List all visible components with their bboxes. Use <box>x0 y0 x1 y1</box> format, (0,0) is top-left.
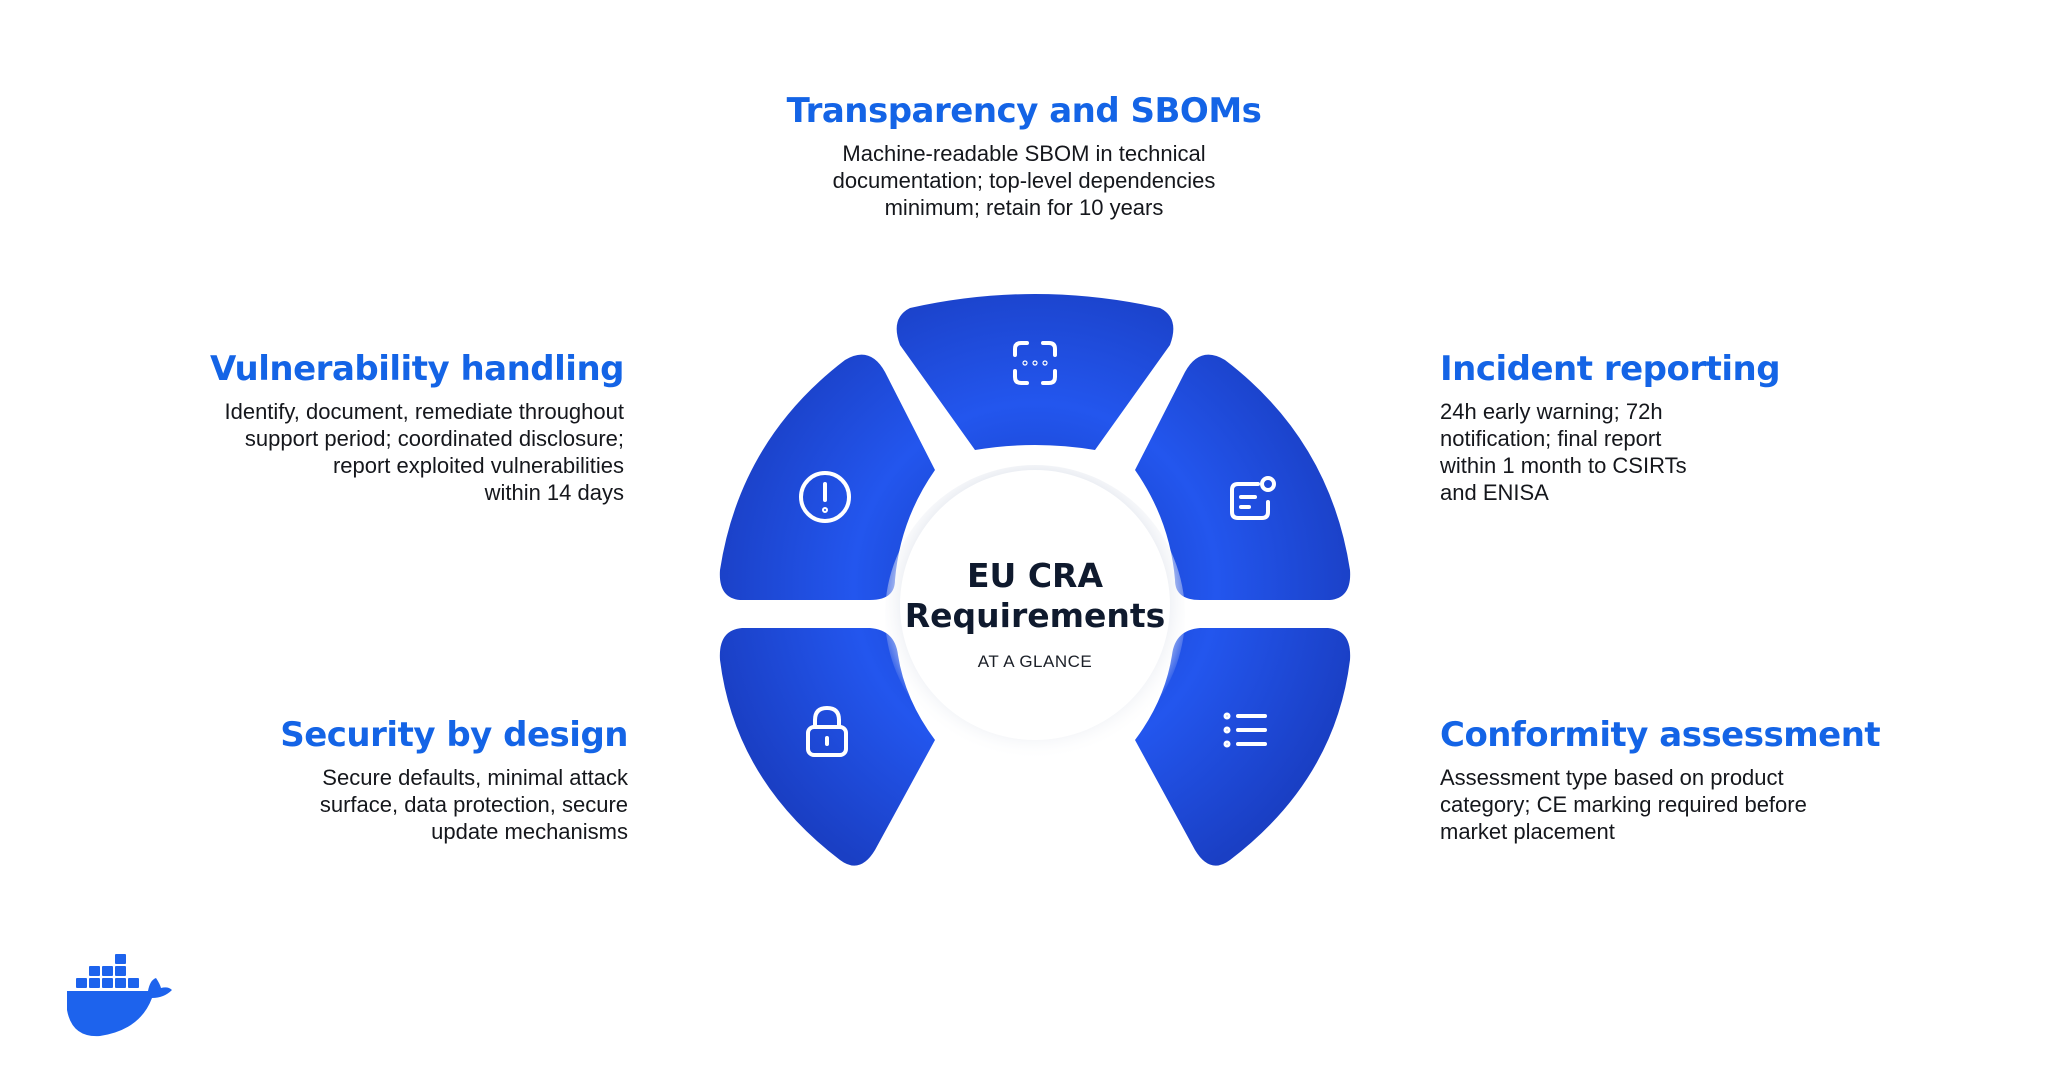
scan-frame-icon <box>1013 341 1057 385</box>
segment-top-left <box>719 354 935 600</box>
segment-top-right <box>1135 354 1351 600</box>
description-line: documentation; top-level dependencies <box>832 168 1216 193</box>
section-description: 24h early warning; 72h notification; fin… <box>1440 398 1880 506</box>
description-line: notification; final report <box>1440 426 1662 451</box>
report-notification-icon <box>1230 476 1276 520</box>
alert-circle-icon <box>799 471 851 523</box>
section-conformity-assessment: Conformity assessment Assessment type ba… <box>1440 714 1960 845</box>
padlock-icon <box>806 706 848 757</box>
section-title: Vulnerability handling <box>209 349 625 389</box>
segment-bottom-right <box>1135 628 1351 866</box>
center-title-line1: EU CRA <box>967 556 1103 595</box>
section-transparency: Transparency and SBOMs Machine-readable … <box>724 90 1324 221</box>
center-subtitle: AT A GLANCE <box>978 652 1092 671</box>
description-line: minimum; retain for 10 years <box>884 195 1164 220</box>
description-line: update mechanisms <box>431 819 628 844</box>
checklist-icon <box>1223 712 1267 748</box>
description-line: surface, data protection, secure <box>319 792 628 817</box>
description-line: market placement <box>1440 819 1615 844</box>
section-vulnerability-handling: Vulnerability handling Identify, documen… <box>150 348 625 506</box>
section-title: Transparency and SBOMs <box>786 91 1262 131</box>
description-line: within 14 days <box>484 480 624 505</box>
docker-whale-logo <box>67 954 172 1037</box>
description-line: category; CE marking required before <box>1440 792 1807 817</box>
section-description: Identify, document, remediate throughout… <box>150 398 624 506</box>
section-incident-reporting: Incident reporting 24h early warning; 72… <box>1440 348 1880 506</box>
segment-top <box>896 294 1174 450</box>
section-description: Machine-readable SBOM in technical docum… <box>724 140 1324 221</box>
description-line: within 1 month to CSIRTs <box>1440 453 1687 478</box>
description-line: Identify, document, remediate throughout <box>224 399 624 424</box>
section-title: Conformity assessment <box>1440 715 1881 755</box>
section-title: Security by design <box>280 715 628 755</box>
section-description: Secure defaults, minimal attack surface,… <box>150 764 628 845</box>
description-line: report exploited vulnerabilities <box>332 453 624 478</box>
section-security-by-design: Security by design Secure defaults, mini… <box>150 714 628 845</box>
description-line: Machine-readable SBOM in technical <box>842 141 1206 166</box>
center-title-line2: Requirements <box>905 596 1166 635</box>
description-line: and ENISA <box>1440 480 1549 505</box>
segment-bottom-left <box>719 628 935 866</box>
description-line: 24h early warning; 72h <box>1440 399 1663 424</box>
center-circle <box>900 470 1170 740</box>
description-line: support period; coordinated disclosure; <box>244 426 624 451</box>
section-description: Assessment type based on product categor… <box>1440 764 1960 845</box>
section-title: Incident reporting <box>1440 349 1781 389</box>
description-line: Secure defaults, minimal attack <box>322 765 628 790</box>
description-line: Assessment type based on product <box>1440 765 1784 790</box>
